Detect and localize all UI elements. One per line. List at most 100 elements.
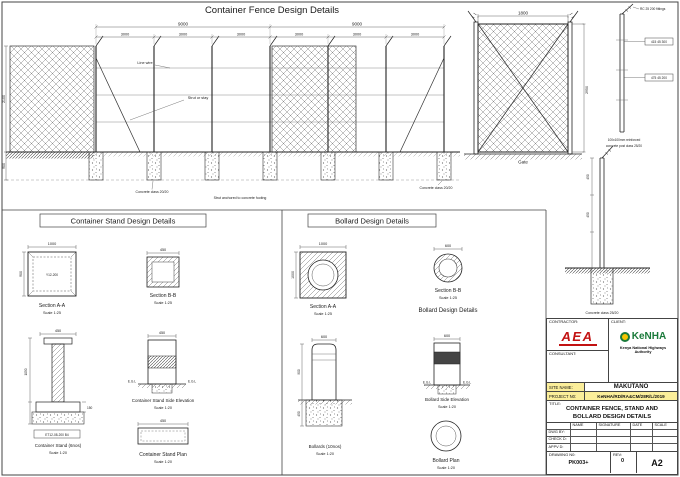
fittings-note: RC 25 200 fittings xyxy=(640,7,666,11)
bollard-plan: Bollard Plan Scale 1:20 xyxy=(430,420,462,470)
bollard-elevation: 600 900 450 Bollards (10nos) Scale 1:20 xyxy=(297,335,352,456)
height-dim-line xyxy=(4,45,8,181)
dim-label: 1000 xyxy=(319,242,327,246)
gate-height-dim xyxy=(572,23,586,153)
dim-label: 450 xyxy=(159,331,165,335)
mesh-panel xyxy=(9,45,95,153)
dim-label: 150 xyxy=(87,406,93,410)
rev-label: REV: xyxy=(613,452,623,457)
site-name-row: SITE NAME: MAKUTANO xyxy=(547,383,677,392)
title-block: CONTRACTOR: AEA CONSULTANT: CLIENT: KeNH… xyxy=(546,318,678,475)
scale-label: Scale 1:20 xyxy=(49,451,67,455)
concrete-footings xyxy=(88,151,452,181)
drawing-title-line1: CONTAINER FENCE, STAND AND xyxy=(566,406,658,412)
project-row: PROJECT N0: KeNHA/RD/RA&CM/28R/L/2019 xyxy=(547,392,677,401)
rebar-note: Y12-200 xyxy=(46,273,58,277)
barb-ticks xyxy=(471,12,575,19)
egl-label: E.G.L xyxy=(128,380,136,384)
scale-label: Scale 1:20 xyxy=(438,405,456,409)
stand-plan: 450 Container Stand Plan Scale 1:20 xyxy=(137,419,189,464)
dim-label: 1800 xyxy=(518,11,529,16)
empty-cell xyxy=(571,437,597,444)
bay-dim-line xyxy=(94,35,446,39)
drawing-label: Bollards (10nos) xyxy=(309,444,342,449)
strut-footing-note: Strut anchored to concrete footing xyxy=(214,196,267,200)
drawing-label: Container Stand (6nos) xyxy=(35,443,82,448)
struts xyxy=(95,57,445,153)
logo-row: CONTRACTOR: AEA CONSULTANT: CLIENT: KeNH… xyxy=(547,319,677,383)
consultant-label: CONSULTANT: xyxy=(549,351,577,356)
scale-label: Scale 1:25 xyxy=(439,296,457,300)
line-wire-label: Line wire xyxy=(137,61,152,65)
drawing-number-cell: DRAWING N0: PK003+ xyxy=(547,452,611,473)
dim-label: 1050 xyxy=(24,368,28,375)
drawing-no-label: DRAWING N0: xyxy=(549,452,576,457)
dim-label: 900 xyxy=(297,369,301,375)
table-corner-cell xyxy=(547,423,571,430)
empty-cell xyxy=(631,444,653,451)
ground-hatch xyxy=(464,154,582,160)
drawing-label: Bollard Plan xyxy=(433,458,460,464)
dim-label: 900 xyxy=(19,271,23,277)
dim-label: 900 xyxy=(2,163,6,169)
post-barb-arm xyxy=(621,3,634,15)
post-fittings-detail: RC 25 200 fittings 415 45 300 475 45 200… xyxy=(606,3,674,148)
dim-label: 9000 xyxy=(352,22,363,27)
concrete-footing xyxy=(590,267,614,305)
dim-label: 450 xyxy=(160,419,166,423)
client-label: CLIENT: xyxy=(611,319,626,324)
stand-panel-title: Container Stand Design Details xyxy=(71,217,176,226)
barb-ticks xyxy=(625,6,632,12)
contractor-cell: CONTRACTOR: AEA xyxy=(547,319,608,351)
dim-label: 600 xyxy=(321,335,327,339)
dim-label: 450 xyxy=(297,411,301,417)
scale-label: Scale 1:25 xyxy=(43,311,61,315)
row-label-dwg-by: DWG BY: xyxy=(547,430,571,437)
project-number: KeNHA/RD/RA&CM/28R/L/2019 xyxy=(585,392,677,400)
fence-title: Container Fence Design Details xyxy=(205,5,339,16)
bollard-side-elevation: 600 E.G.L E.G.L Bollard Side Elevation S… xyxy=(423,334,472,409)
drawing-title-line2: BOLLARD DESIGN DETAILS xyxy=(572,413,652,420)
contractor-consultant-column: CONTRACTOR: AEA CONSULTANT: xyxy=(547,319,609,382)
gate-brace xyxy=(477,23,569,153)
gate-detail: 1800 Gate 2950 xyxy=(464,11,589,165)
dim-label: 3000 xyxy=(179,33,187,37)
callout-text: 475 45 200 xyxy=(651,76,667,80)
drawing-number-row: DRAWING N0: PK003+ REV: 0 A2 xyxy=(547,452,677,473)
rebar-tag-box xyxy=(33,429,81,439)
dark-band xyxy=(433,351,461,365)
scale-label: Scale 1:20 xyxy=(154,460,172,464)
project-label: PROJECT N0: xyxy=(547,392,585,400)
row-label-appv-d: APPV D: xyxy=(547,444,571,451)
post-outline xyxy=(599,157,605,268)
dim-label: 2950 xyxy=(585,86,589,94)
stand-section-aa: 1000 Y12-200 900 Section A-A Scale 1:25 xyxy=(19,242,77,315)
stand-elevation: 450 1050 150 ET12-08-200 B4 Container St… xyxy=(24,329,93,455)
empty-cell xyxy=(597,430,631,437)
site-name-value: MAKUTANO xyxy=(613,384,649,390)
callout-text: 415 45 300 xyxy=(651,40,667,44)
egl-label: E.G.L xyxy=(423,381,431,385)
client-name: Kenya National Highways Authority xyxy=(619,346,667,354)
post-barb-arm xyxy=(601,145,614,159)
col-header-signature: SIGNATURE xyxy=(597,423,631,430)
post-note: concrete post class 25/20 xyxy=(606,144,642,148)
scale-label: Scale 1:20 xyxy=(154,406,172,410)
dim-label: 600 xyxy=(445,244,451,248)
empty-cell xyxy=(631,437,653,444)
drawing-label: Bollard Side Elevation xyxy=(425,397,470,402)
post-foundation-detail: 450 450 Concrete class 25/20 xyxy=(565,145,650,315)
client-logo: KeNHA xyxy=(609,331,677,342)
paint-bands xyxy=(312,353,336,361)
bollard-body xyxy=(311,343,337,401)
dim-label: 3000 xyxy=(411,33,419,37)
client-cell: CLIENT: KeNHA Kenya National Highways Au… xyxy=(609,319,677,382)
dim-label: 3000 xyxy=(237,33,245,37)
panel-title-box xyxy=(39,213,207,228)
empty-cell xyxy=(653,444,677,451)
bollard-section-bb: 600 Section B-B Scale 1:25 Bollard Desig… xyxy=(418,244,477,314)
gate-dim-line xyxy=(477,14,569,22)
strut-label: Strut or stay xyxy=(188,96,209,100)
egl-label: E.G.L xyxy=(188,380,196,384)
rev-value: 0 xyxy=(621,458,625,464)
